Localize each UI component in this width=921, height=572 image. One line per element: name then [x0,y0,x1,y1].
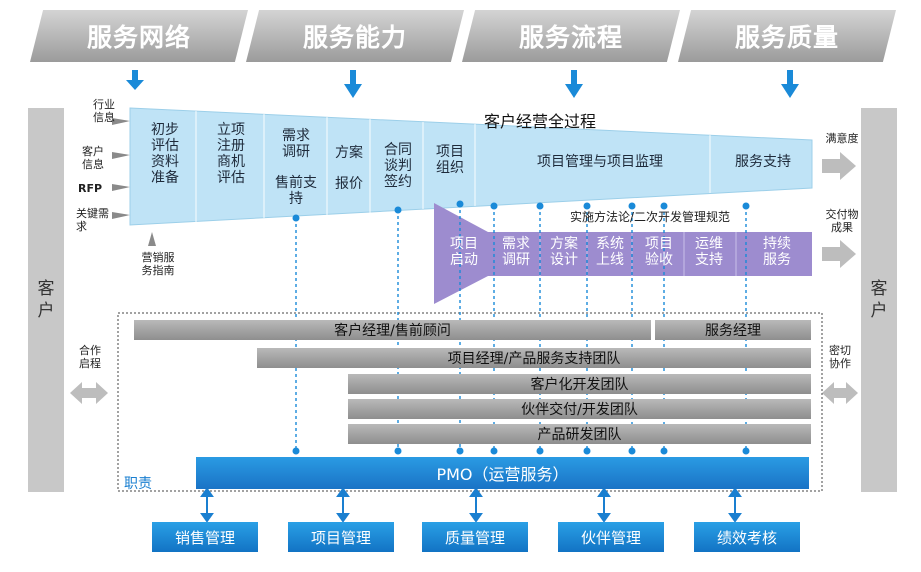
team-label: 客户化开发团队 [530,377,629,393]
header-service-process: 服务流程 [462,10,680,62]
responsibility-box [117,312,823,492]
impl-step: 项目 启动 [450,236,478,268]
team-bar-account-manager: 客户经理/售前顾问 [134,320,651,340]
performance-appraisal-button[interactable]: 绩效考核 [694,522,800,552]
input-arrow-icon [112,152,130,159]
impl-step: 运维 支持 [695,236,723,268]
team-bar-custom-dev: 客户化开发团队 [348,374,811,394]
customer-right-bar [861,108,897,492]
header-label: 服务质量 [734,23,839,52]
bidirectional-arrow-icon [822,382,858,404]
process-title: 客户经营全过程 [484,112,597,131]
team-bar-service-manager: 服务经理 [655,320,811,340]
header-service-capability: 服务能力 [246,10,464,62]
team-label: 客户经理/售前顾问 [334,323,451,339]
output-satisfaction: 满意度 [825,132,859,145]
input-marketing-guide: 营销服 务指南 [141,251,175,277]
input-arrow-icon [112,212,130,219]
cooperation-start-label: 合作 启程 [79,344,101,370]
stage-requirement-research: 需求 调研 [282,128,310,160]
team-label: 产品研发团队 [537,427,622,443]
duty-label: 职责 [124,476,152,492]
team-label: 伙伴交付/开发团队 [521,402,638,418]
pmo-label: PMO（运营服务） [436,465,569,484]
sales-management-button[interactable]: 销售管理 [152,522,258,552]
process-funnel [129,107,813,226]
button-label: 销售管理 [174,528,235,547]
stage-contract: 合同 谈判 签约 [384,142,412,190]
header-label: 服务网络 [86,23,191,52]
output-deliverable: 交付物 成果 [825,208,859,234]
header-service-network: 服务网络 [30,10,248,62]
stage-quotation: 报价 [335,176,363,192]
input-key-requirements: 关键需 求 [76,207,109,233]
bidirectional-arrow-icon [70,382,108,404]
input-arrow-icon [112,184,130,191]
input-customer-info: 客户 信息 [82,145,104,171]
impl-step: 方案 设计 [550,236,578,268]
header-service-quality: 服务质量 [678,10,896,62]
input-rfp: RFP [78,182,103,195]
team-label: 服务经理 [705,323,761,339]
down-arrow-icon [126,70,799,98]
quality-management-button[interactable]: 质量管理 [422,522,528,552]
pmo-bar: PMO（运营服务） [196,457,809,489]
team-label: 项目经理/产品服务支持团队 [447,351,621,367]
team-bar-project-manager: 项目经理/产品服务支持团队 [257,348,811,368]
header-label: 服务流程 [518,23,623,52]
team-bar-partner-dev: 伙伴交付/开发团队 [348,399,811,419]
stage-solution: 方案 [335,145,363,161]
stage-project-management: 项目管理与项目监理 [537,154,663,170]
method-label: 实施方法论/二次开发管理规范 [570,210,731,224]
up-arrow-icon [148,232,156,246]
impl-step: 持续 服务 [763,236,791,268]
button-label: 绩效考核 [716,528,777,547]
implementation-funnel [434,203,812,304]
stage-initial-assessment: 初步 评估 资料 准备 [151,122,179,186]
stage-service-support: 服务支持 [735,154,791,170]
impl-step: 系统 上线 [596,236,624,268]
close-cooperation-label: 密切 协作 [829,344,851,370]
input-industry-info: 行业 信息 [93,98,115,124]
output-arrow-icon [822,152,856,180]
customer-left-label: 客 户 [37,279,55,321]
project-management-button[interactable]: 项目管理 [288,522,394,552]
stage-project-organization: 项目 组织 [436,144,464,176]
impl-step: 需求 调研 [502,236,530,268]
button-label: 质量管理 [444,528,505,547]
button-label: 项目管理 [310,528,371,547]
stage-project-registration: 立项 注册 商机 评估 [217,122,245,186]
customer-right-label: 客 户 [870,279,888,321]
customer-left-bar [28,108,64,492]
header-label: 服务能力 [302,23,407,52]
team-bar-product-rd: 产品研发团队 [348,424,811,444]
input-arrow-icon [112,118,130,125]
output-arrow-icon [822,240,856,268]
button-label: 伙伴管理 [580,528,641,547]
impl-step: 项目 验收 [645,236,673,268]
partner-management-button[interactable]: 伙伴管理 [558,522,664,552]
stage-presales-support: 售前支 持 [275,175,317,207]
